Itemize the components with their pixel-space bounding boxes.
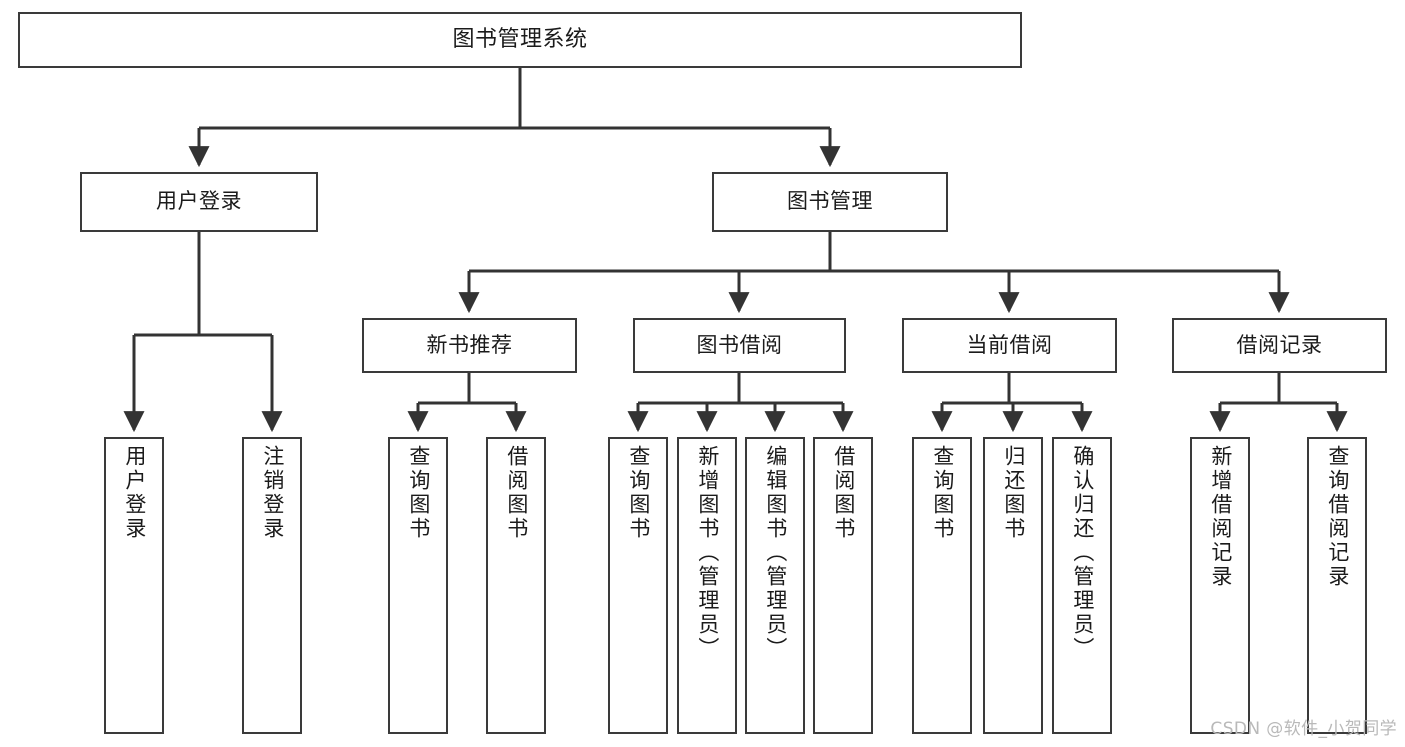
node-leaf-add-book-admin[interactable]: 新增图书（管理员）: [677, 437, 737, 734]
node-book-borrow[interactable]: 图书借阅: [633, 318, 846, 373]
node-leaf-add-borrow-record[interactable]: 新增借阅记录: [1190, 437, 1250, 734]
node-label: 编辑图书（管理员）: [763, 445, 788, 661]
node-new-book-recommend[interactable]: 新书推荐: [362, 318, 577, 373]
node-current-borrow[interactable]: 当前借阅: [902, 318, 1117, 373]
node-leaf-user-login[interactable]: 用户登录: [104, 437, 164, 734]
node-root-system[interactable]: 图书管理系统: [18, 12, 1022, 68]
node-label: 图书管理: [787, 189, 873, 214]
node-leaf-user-logout[interactable]: 注销登录: [242, 437, 302, 734]
node-label: 新增图书（管理员）: [695, 445, 720, 661]
node-label: 查询借阅记录: [1325, 445, 1350, 589]
node-leaf-query-book-rec[interactable]: 查询图书: [388, 437, 448, 734]
node-label: 借阅图书: [831, 445, 856, 541]
node-label: 新书推荐: [426, 332, 513, 357]
node-label: 当前借阅: [966, 332, 1053, 357]
node-label: 借阅记录: [1236, 332, 1323, 357]
node-label: 图书借阅: [696, 332, 783, 357]
node-book-manage[interactable]: 图书管理: [712, 172, 948, 232]
node-label: 用户登录: [122, 445, 147, 541]
node-leaf-edit-book-admin[interactable]: 编辑图书（管理员）: [745, 437, 805, 734]
node-label: 查询图书: [930, 445, 955, 541]
csdn-watermark: CSDN @软件_小贺同学: [1210, 719, 1397, 739]
node-label: 归还图书: [1001, 445, 1026, 541]
node-leaf-borrow-book[interactable]: 借阅图书: [813, 437, 873, 734]
node-label: 查询图书: [406, 445, 431, 541]
node-label: 新增借阅记录: [1208, 445, 1233, 589]
node-leaf-query-book-cur[interactable]: 查询图书: [912, 437, 972, 734]
node-leaf-confirm-return-admin[interactable]: 确认归还（管理员）: [1052, 437, 1112, 734]
node-label: 查询图书: [626, 445, 651, 541]
node-leaf-return-book[interactable]: 归还图书: [983, 437, 1043, 734]
node-leaf-borrow-book-rec[interactable]: 借阅图书: [486, 437, 546, 734]
node-label: 用户登录: [156, 189, 242, 214]
node-leaf-query-book-borrow[interactable]: 查询图书: [608, 437, 668, 734]
node-label: 注销登录: [260, 445, 285, 541]
node-label: 确认归还（管理员）: [1070, 445, 1095, 661]
node-user-login[interactable]: 用户登录: [80, 172, 318, 232]
node-borrow-record[interactable]: 借阅记录: [1172, 318, 1387, 373]
node-label: 借阅图书: [504, 445, 529, 541]
node-label: 图书管理系统: [452, 26, 588, 52]
node-leaf-query-borrow-record[interactable]: 查询借阅记录: [1307, 437, 1367, 734]
